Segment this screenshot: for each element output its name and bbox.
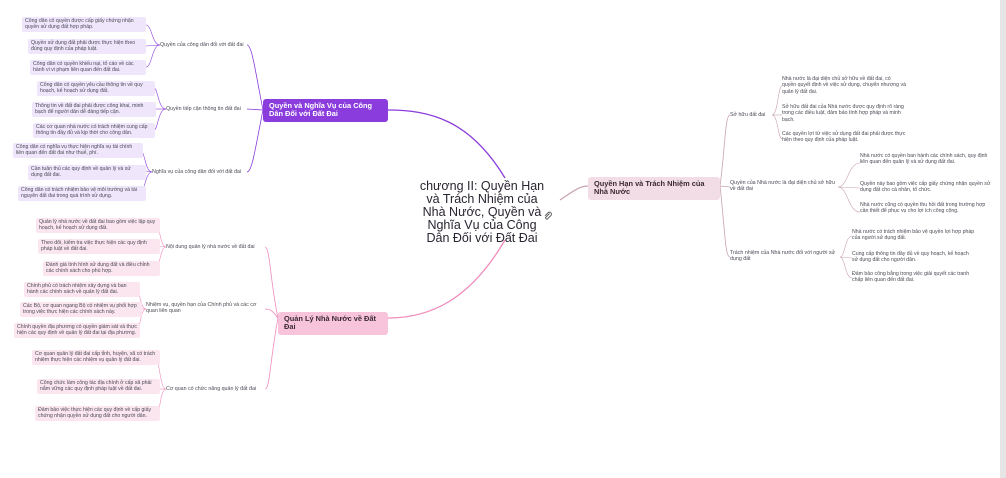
connector-center-mgmt (387, 239, 506, 319)
leaf-srights-3[interactable]: Nhà nước cũng có quyền thu hồi đất trong… (860, 202, 986, 215)
group-state-responsibility[interactable]: Trách nhiệm của Nhà nước đối với người s… (730, 250, 836, 263)
leaf-sresp-3[interactable]: Đảm bảo công bằng trong việc giải quyết … (852, 271, 970, 284)
leaf-duty-2[interactable]: Cần tuân thủ các quy định về quản lý và … (28, 165, 146, 180)
branch-state-authority[interactable]: Quyền Hạn và Trách Nhiệm của Nhà Nước (588, 177, 720, 200)
connector-mgmt-g3 (264, 317, 279, 390)
leaf-own-3[interactable]: Các quyền lợi từ việc sử dụng đất đai ph… (782, 131, 906, 144)
connector-citizen-g3 (246, 109, 264, 173)
leaf-duty-gov-2[interactable]: Các Bộ, cơ quan ngang Bộ có nhiệm vụ phố… (20, 302, 142, 317)
group-citizen-rights[interactable]: Quyền của công dân đối với đất đai (160, 42, 244, 48)
leaf-srights-1[interactable]: Nhà nước có quyền ban hành các chính sác… (860, 153, 988, 166)
leaf-mgmt-2[interactable]: Theo dõi, kiểm tra việc thực hiện các qu… (38, 239, 160, 254)
leaf-agency-3[interactable]: Đảm bảo việc thực hiện các quy định về c… (35, 406, 160, 421)
leaf-info-1[interactable]: Công dân có quyền yêu cầu thông tin về q… (37, 81, 155, 96)
leaf-duty-1[interactable]: Công dân có nghĩa vụ thực hiện nghĩa vụ … (13, 143, 143, 158)
group-ownership[interactable]: Sở hữu đất đai (730, 112, 766, 118)
leaf-sresp-1[interactable]: Nhà nước có trách nhiệm bảo vệ quyền lợi… (852, 229, 975, 242)
connector-center-state (559, 185, 589, 201)
connector-citizen-g2 (246, 108, 264, 111)
leaf-info-2[interactable]: Thông tin về đất đai phải được công khai… (32, 102, 156, 117)
leaf-citizen-3[interactable]: Công dân có quyền khiếu nại, tố cáo về c… (30, 60, 146, 75)
connector-citizen-g1 (246, 44, 264, 111)
leaf-citizen-2[interactable]: Quyền sử dụng đất phải được thực hiện th… (28, 39, 146, 54)
central-topic[interactable]: chương II: Quyền Hạn và Trách Nhiệm của … (419, 179, 545, 245)
leaf-own-1[interactable]: Nhà nước là đại diện chủ sở hữu về đất đ… (782, 76, 906, 95)
leaf-agency-2[interactable]: Công chức làm công tác địa chính ở cấp x… (37, 379, 160, 394)
leaf-citizen-1[interactable]: Công dân có quyền được cấp giấy chứng nh… (22, 17, 146, 32)
leaf-duty-gov-3[interactable]: Chính quyền địa phương có quyền giám sát… (14, 323, 140, 338)
group-state-rights[interactable]: Quyền của Nhà nước là đại diện chủ sở hữ… (730, 180, 836, 193)
leaf-duty-gov-1[interactable]: Chính phủ có trách nhiệm xây dựng và ban… (24, 282, 140, 297)
group-citizen-duties[interactable]: Nghĩa vụ của công dân đối với đất đai (152, 169, 242, 175)
connector-state-g2 (719, 185, 731, 188)
branch-state-management[interactable]: Quản Lý Nhà Nước về Đất Đai (278, 312, 388, 335)
group-info-access[interactable]: Quyền tiếp cận thông tin đất đai (166, 106, 241, 112)
leaf-sresp-2[interactable]: Cung cấp thông tin đầy đủ về quy hoạch, … (852, 251, 969, 264)
connector-state-g1 (719, 114, 731, 187)
branch-citizen-rights[interactable]: Quyền và Nghĩa Vụ của Công Dân Đối với Đ… (263, 99, 388, 122)
leaf-agency-1[interactable]: Cơ quan quản lý đất đai cấp tỉnh, huyện,… (32, 350, 160, 365)
group-mgmt-agencies[interactable]: Cơ quan có chức năng quản lý đất đai (166, 386, 257, 392)
group-mgmt-content[interactable]: Nội dung quản lý nhà nước về đất đai (166, 244, 255, 250)
connector-center-citizen (387, 109, 506, 179)
paperclip-icon[interactable] (543, 208, 553, 220)
leaf-mgmt-3[interactable]: Đánh giá tình hình sử dụng đất và điều c… (43, 261, 160, 276)
leaf-srights-2[interactable]: Quyền này bao gồm việc cấp giấy chứng nh… (860, 181, 991, 194)
vertical-scrollbar[interactable] (1000, 0, 1006, 478)
connector-mgmt-g2 (264, 308, 279, 319)
leaf-info-3[interactable]: Các cơ quan nhà nước có trách nhiệm cung… (33, 123, 155, 138)
connector-state-g3 (719, 185, 731, 258)
leaf-mgmt-1[interactable]: Quản lý nhà nước về đất đai bao gồm việc… (36, 218, 160, 233)
leaf-duty-3[interactable]: Công dân có trách nhiệm bảo vệ môi trườn… (18, 186, 146, 201)
leaf-own-2[interactable]: Sở hữu đất đai của Nhà nước được quy địn… (782, 104, 904, 123)
group-mgmt-duties[interactable]: Nhiệm vụ, quyền hạn của Chính phủ và các… (146, 302, 257, 315)
connector-mgmt-g1 (264, 246, 279, 319)
